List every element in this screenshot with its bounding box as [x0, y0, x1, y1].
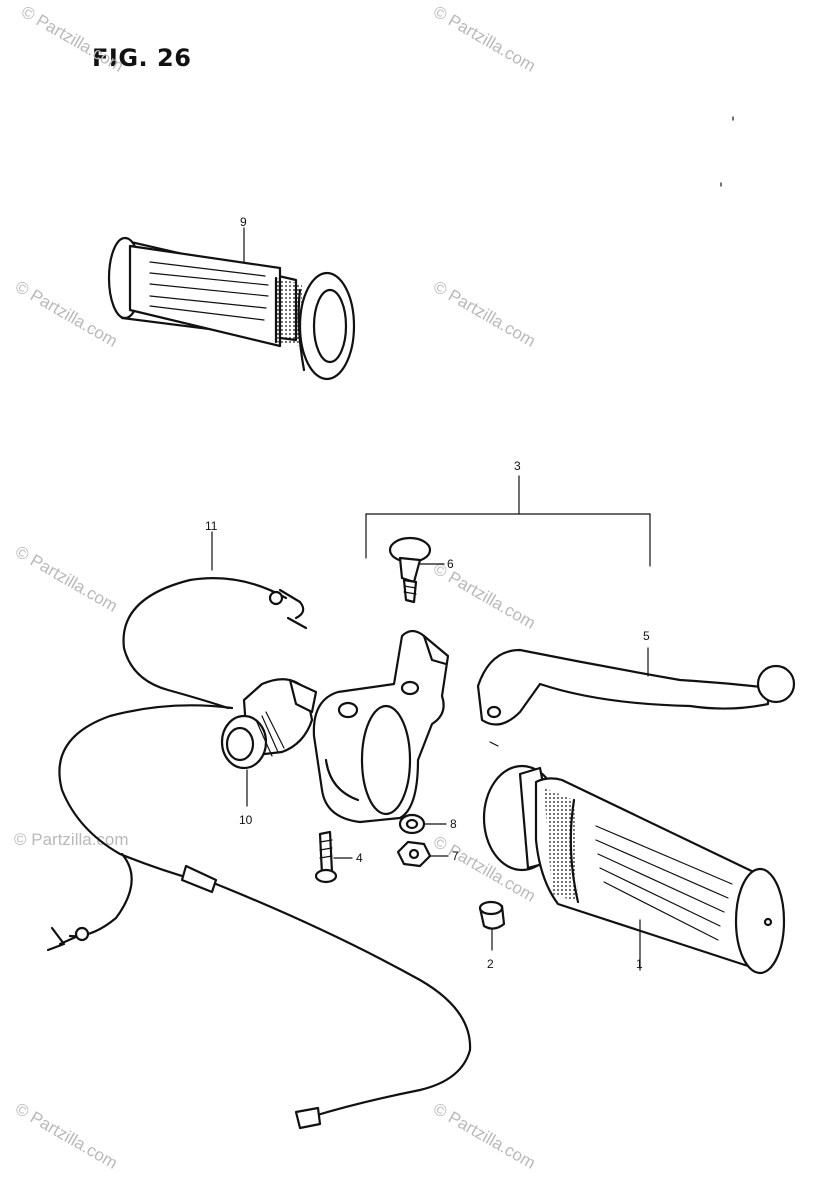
- pivot-bolt-drawing: 6: [388, 536, 454, 604]
- assembly-bracket: 3: [365, 459, 651, 567]
- watermark: © Partzilla.com: [12, 277, 121, 351]
- callout-4: 4: [356, 851, 363, 865]
- watermark: © Partzilla.com: [12, 1099, 121, 1173]
- clutch-switch-drawing: 10: [220, 678, 318, 827]
- watermark: © Partzilla.com: [12, 542, 121, 616]
- holder-screw-drawing: 4: [314, 830, 363, 884]
- scan-marks: [720, 116, 734, 187]
- cap-drawing: 2: [478, 900, 506, 971]
- watermark: © Partzilla.com: [430, 277, 539, 351]
- figure-title: FIG. 26: [92, 44, 192, 72]
- lever-holder-drawing: [312, 629, 450, 824]
- callout-11: 11: [205, 519, 218, 533]
- right-grip-drawing: 1: [482, 764, 786, 975]
- callout-9: 9: [240, 215, 247, 229]
- callout-3: 3: [514, 459, 521, 473]
- callout-6: 6: [447, 557, 454, 571]
- callout-5: 5: [643, 629, 650, 643]
- callout-2: 2: [487, 957, 494, 971]
- callout-7: 7: [452, 849, 459, 863]
- watermarks: © Partzilla.com © Partzilla.com © Partzi…: [12, 2, 539, 1173]
- switch-wire-drawing: 11: [46, 519, 472, 1130]
- left-grip-drawing: 9: [107, 215, 356, 381]
- watermark: © Partzilla.com: [14, 830, 129, 849]
- clutch-lever-drawing: 5: [476, 629, 796, 747]
- callout-1: 1: [636, 957, 643, 971]
- watermark: © Partzilla.com: [430, 2, 539, 76]
- callout-8: 8: [450, 817, 457, 831]
- callout-10: 10: [239, 813, 253, 827]
- washer-nut-drawing: 8 7: [396, 813, 459, 868]
- watermark: © Partzilla.com: [18, 2, 127, 76]
- watermark: © Partzilla.com: [430, 1099, 539, 1173]
